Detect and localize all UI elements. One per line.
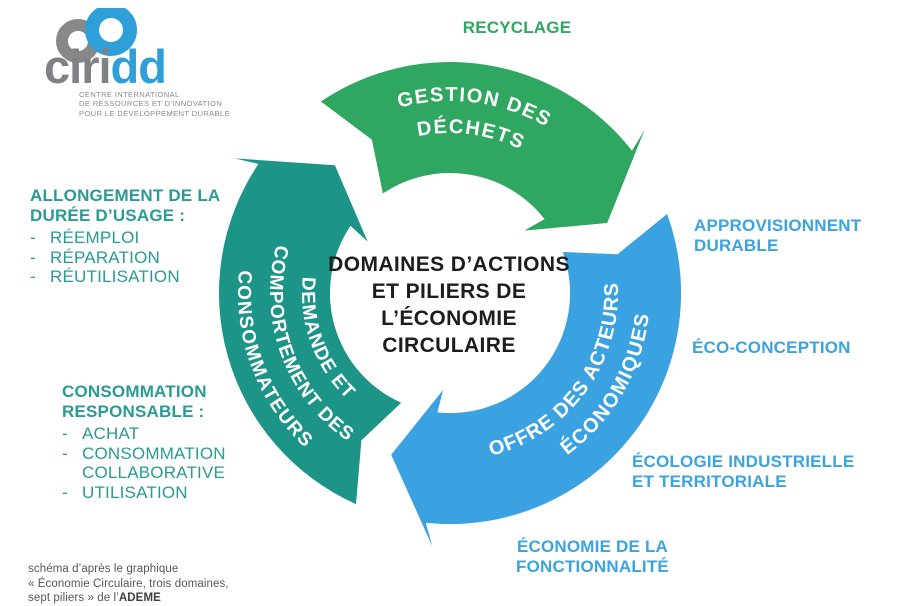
attribution-line1: schéma d’après le graphique [28,563,179,575]
list-item-label: ACHAT [82,424,140,443]
pillar-indecology-line1: ÉCOLOGIE INDUSTRIELLE [632,452,855,471]
center-title-line4: CIRCULAIRE [382,334,516,357]
list-item-label: RÉUTILISATION [50,267,180,286]
pillar-functionality-line1: ÉCONOMIE DE LA [516,537,669,556]
list-item: - RÉUTILISATION [30,267,220,287]
attribution-note: schéma d’après le graphique « Économie C… [28,562,229,606]
pillar-economie-fonctionnalite: ÉCONOMIE DE LA FONCTIONNALITÉ [490,537,695,576]
center-title-line3: L’ÉCONOMIE [381,307,517,330]
list-item: - ACHAT [62,424,232,444]
pillar-allongement-duree-usage: ALLONGEMENT DE LA DURÉE D’USAGE : - RÉEM… [30,186,220,287]
ciridd-tagline-line1: CENTRE INTERNATIONAL [79,90,180,99]
dash-bullet: - [30,267,36,286]
ciridd-tagline-line3: POUR LE DÉVELOPPEMENT DURABLE [79,108,230,118]
pillar-sourcing-line1: APPROVISIONNENT [694,216,862,235]
pillar-functionality-line2: FONCTIONNALITÉ [516,556,669,576]
list-item: - UTILISATION [62,483,232,503]
pillar-duration-title-line1: ALLONGEMENT DE LA [30,186,221,205]
dash-bullet: - [62,482,68,502]
pillar-eco-conception: ÉCO-CONCEPTION [692,338,851,357]
list-item: - RÉEMPLOI [30,228,220,248]
pillar-approvisionnement-durable: APPROVISIONNENT DURABLE [694,216,861,255]
ciridd-logo-circles-icon [56,8,137,63]
ciridd-tagline-line2: DE RESSOURCES ET D’INNOVATION [79,99,223,109]
pillar-indecology-line2: ET TERRITORIALE [632,471,787,491]
list-item: - RÉPARATION [30,248,220,268]
ciridd-wordmark-gray: ciri [44,40,112,93]
center-title-line1: DOMAINES D’ACTIONS [328,253,570,276]
list-item-label: RÉPARATION [50,247,160,267]
dash-bullet: - [30,228,36,247]
ciridd-wordmark: ciridd [44,38,167,96]
pillar-duration-items: - RÉEMPLOI - RÉPARATION - RÉUTILISATION [30,228,220,287]
ciridd-wordmark-blue: dd [110,40,167,93]
attribution-line3: sept piliers » de l’ADEME [28,591,229,606]
list-item-label: RÉEMPLOI [50,228,140,247]
dash-bullet: - [62,424,68,443]
dash-bullet: - [62,443,68,463]
attribution-line2: « Économie Circulaire, trois domaines, [28,577,229,590]
pillar-consumption-items: - ACHAT - CONSOMMATION COLLABORATIVE - U… [62,424,232,502]
waste-arc-segment [320,62,645,231]
ciridd-logo: ciridd CENTRE INTERNATIONAL DE RESSOURCE… [20,8,230,118]
pillar-recyclage: RECYCLAGE [462,18,572,37]
list-item-label: CONSOMMATION COLLABORATIVE [82,443,226,483]
pillar-duration-title-line2: DURÉE D’USAGE : [30,205,186,225]
pillar-consumption-title-line2: RESPONSABLE : [62,401,205,421]
pillar-consommation-responsable: CONSOMMATION RESPONSABLE : - ACHAT - CON… [62,382,232,502]
center-title-line2: ET PILIERS DE [371,280,527,303]
list-item-label: UTILISATION [82,482,188,502]
dash-bullet: - [30,247,36,267]
attribution-line3-prefix: sept piliers » de l’ [28,592,119,604]
pillar-sourcing-line2: DURABLE [694,235,779,255]
diagram-center-title: DOMAINES D’ACTIONS ET PILIERS DE L’ÉCONO… [310,251,588,359]
pillar-ecologie-industrielle: ÉCOLOGIE INDUSTRIELLE ET TERRITORIALE [632,452,854,491]
attribution-ademe: ADEME [118,592,161,604]
supply-arc-segment [391,214,682,547]
ciridd-tagline: CENTRE INTERNATIONAL DE RESSOURCES ET D’… [79,90,230,118]
list-item: - CONSOMMATION COLLABORATIVE [62,444,232,483]
demand-arc-segment [218,158,402,505]
pillar-consumption-title-line1: CONSOMMATION [62,382,207,401]
